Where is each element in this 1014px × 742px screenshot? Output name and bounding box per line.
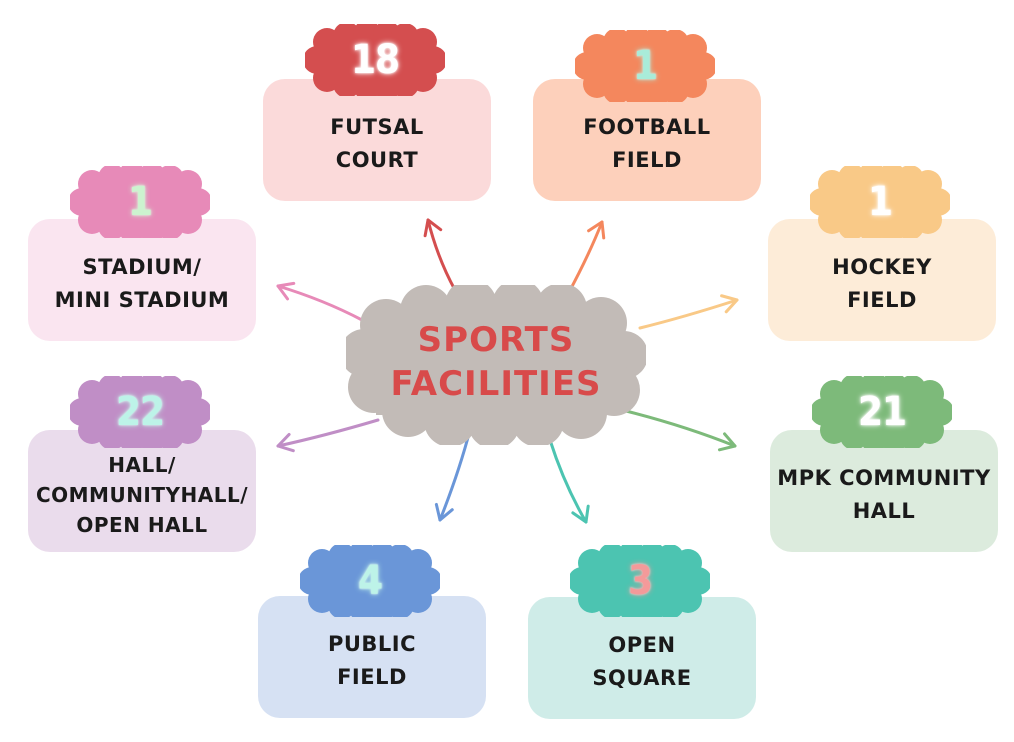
label-hockey-field: HOCKEY FIELD (832, 255, 932, 312)
label-open-square: OPEN SQUARE (592, 633, 692, 690)
card-futsal-court: FUTSAL COURT (263, 79, 491, 201)
center-cloud (346, 285, 646, 445)
label-public-field: PUBLIC FIELD (327, 632, 417, 689)
badge-mpk-community-hall: 21 (812, 376, 952, 448)
label-mpk-community-hall: MPK COMMUNITY HALL (777, 466, 991, 523)
card-stadium-mini-stadium: STADIUM/ MINI STADIUM (28, 219, 256, 341)
card-mpk-community-hall: MPK COMMUNITY HALL (770, 430, 998, 552)
badge-stadium-mini-stadium: 1 (70, 166, 210, 238)
count-public-field: 4 (357, 558, 383, 604)
count-futsal-court: 18 (350, 37, 400, 83)
arrow-futsal (426, 218, 457, 292)
count-hockey-field: 1 (867, 179, 893, 225)
badge-open-square: 3 (570, 545, 710, 617)
arrow-football (566, 220, 604, 296)
arrow-mpk (620, 408, 737, 448)
count-hall-community-hall-open-hall: 22 (115, 389, 165, 435)
arrowhead-hall (276, 432, 295, 453)
center-title-line1: SPORTS (417, 320, 575, 360)
arrowhead-mpk (717, 432, 737, 452)
center-title-line2: FACILITIES (390, 364, 602, 404)
count-mpk-community-hall: 21 (857, 389, 907, 435)
arrowhead-hockey (720, 294, 739, 314)
card-hall-community-hall-open-hall: HALL/ COMMUNITYHALL/ OPEN HALL (28, 430, 256, 552)
arrowhead-football (587, 220, 606, 240)
badge-public-field: 4 (300, 545, 440, 617)
center-title: SPORTS FACILITIES (346, 318, 646, 406)
badge-futsal-court: 18 (305, 24, 445, 96)
badge-hall-community-hall-open-hall: 22 (70, 376, 210, 448)
arrowhead-futsal (423, 218, 443, 238)
arrow-hockey (638, 298, 739, 330)
label-futsal-court: FUTSAL COURT (330, 115, 424, 172)
arrowhead-stadium (276, 281, 296, 301)
badge-football-field: 1 (575, 30, 715, 102)
label-hall-community-hall-open-hall: HALL/ COMMUNITYHALL/ OPEN HALL (35, 453, 249, 537)
arrow-hall (276, 418, 380, 448)
arrow-open-square (548, 438, 588, 524)
arrowhead-public-field (434, 502, 454, 522)
arrowhead-open-square (571, 504, 590, 524)
count-stadium-mini-stadium: 1 (127, 179, 153, 225)
card-hockey-field: HOCKEY FIELD (768, 219, 996, 341)
label-stadium-mini-stadium: STADIUM/ MINI STADIUM (54, 255, 230, 312)
label-football-field: FOOTBALL FIELD (583, 115, 711, 172)
count-football-field: 1 (632, 43, 658, 89)
badge-hockey-field: 1 (810, 166, 950, 238)
card-open-square: OPEN SQUARE (528, 597, 756, 719)
count-open-square: 3 (627, 558, 653, 604)
arrow-stadium (276, 284, 364, 322)
